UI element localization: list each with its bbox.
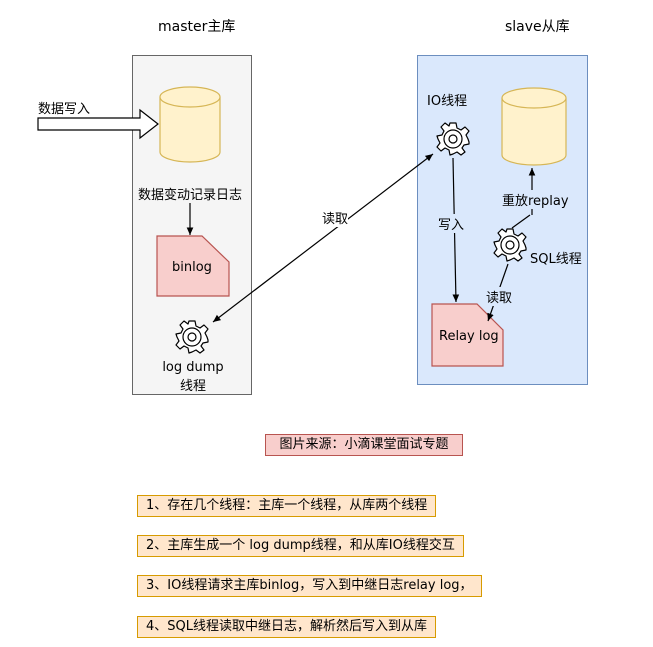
io-thread-label: IO线程 <box>427 94 468 109</box>
io-write-label: 写入 <box>438 214 465 233</box>
slave-title: slave从库 <box>505 19 570 35</box>
slave-db-cylinder <box>501 87 567 166</box>
data-write-label: 数据写入 <box>38 102 91 117</box>
image-source-badge: 图片来源：小滴课堂面试专题 <box>265 434 463 456</box>
note-item-4: 4、SQL线程读取中继日志，解析然后写入到从库 <box>137 616 436 638</box>
sql-thread-gear-icon <box>493 228 527 262</box>
log-dump-label-line2: 线程 <box>179 379 206 394</box>
master-db-cylinder <box>159 86 221 163</box>
relay-log-document <box>431 303 504 367</box>
io-thread-gear-icon <box>436 122 470 156</box>
log-dump-label-line1: log dump <box>162 360 224 375</box>
change-log-label: 数据变动记录日志 <box>138 184 243 203</box>
note-item-1: 1、存在几个线程：主库一个线程，从库两个线程 <box>137 495 437 517</box>
binlog-label: binlog <box>172 260 212 275</box>
replay-label: 重放replay <box>502 190 569 209</box>
data-write-arrow <box>37 108 159 140</box>
note-item-2: 2、主库生成一个 log dump线程，和从库IO线程交互 <box>137 535 464 557</box>
read-bidirectional-arrow <box>212 153 434 323</box>
relay-log-label: Relay log <box>439 329 499 344</box>
master-title: master主库 <box>158 19 236 35</box>
read-label: 读取 <box>322 208 349 227</box>
log-dump-label: log dump 线程 <box>160 360 226 394</box>
sql-thread-label: SQL线程 <box>530 248 582 267</box>
sql-to-replay-line <box>511 214 531 229</box>
log-dump-gear-icon <box>175 320 209 354</box>
note-item-3: 3、IO线程请求主库binlog，写入到中继日志relay log， <box>137 575 482 597</box>
sql-read-label: 读取 <box>486 287 513 306</box>
